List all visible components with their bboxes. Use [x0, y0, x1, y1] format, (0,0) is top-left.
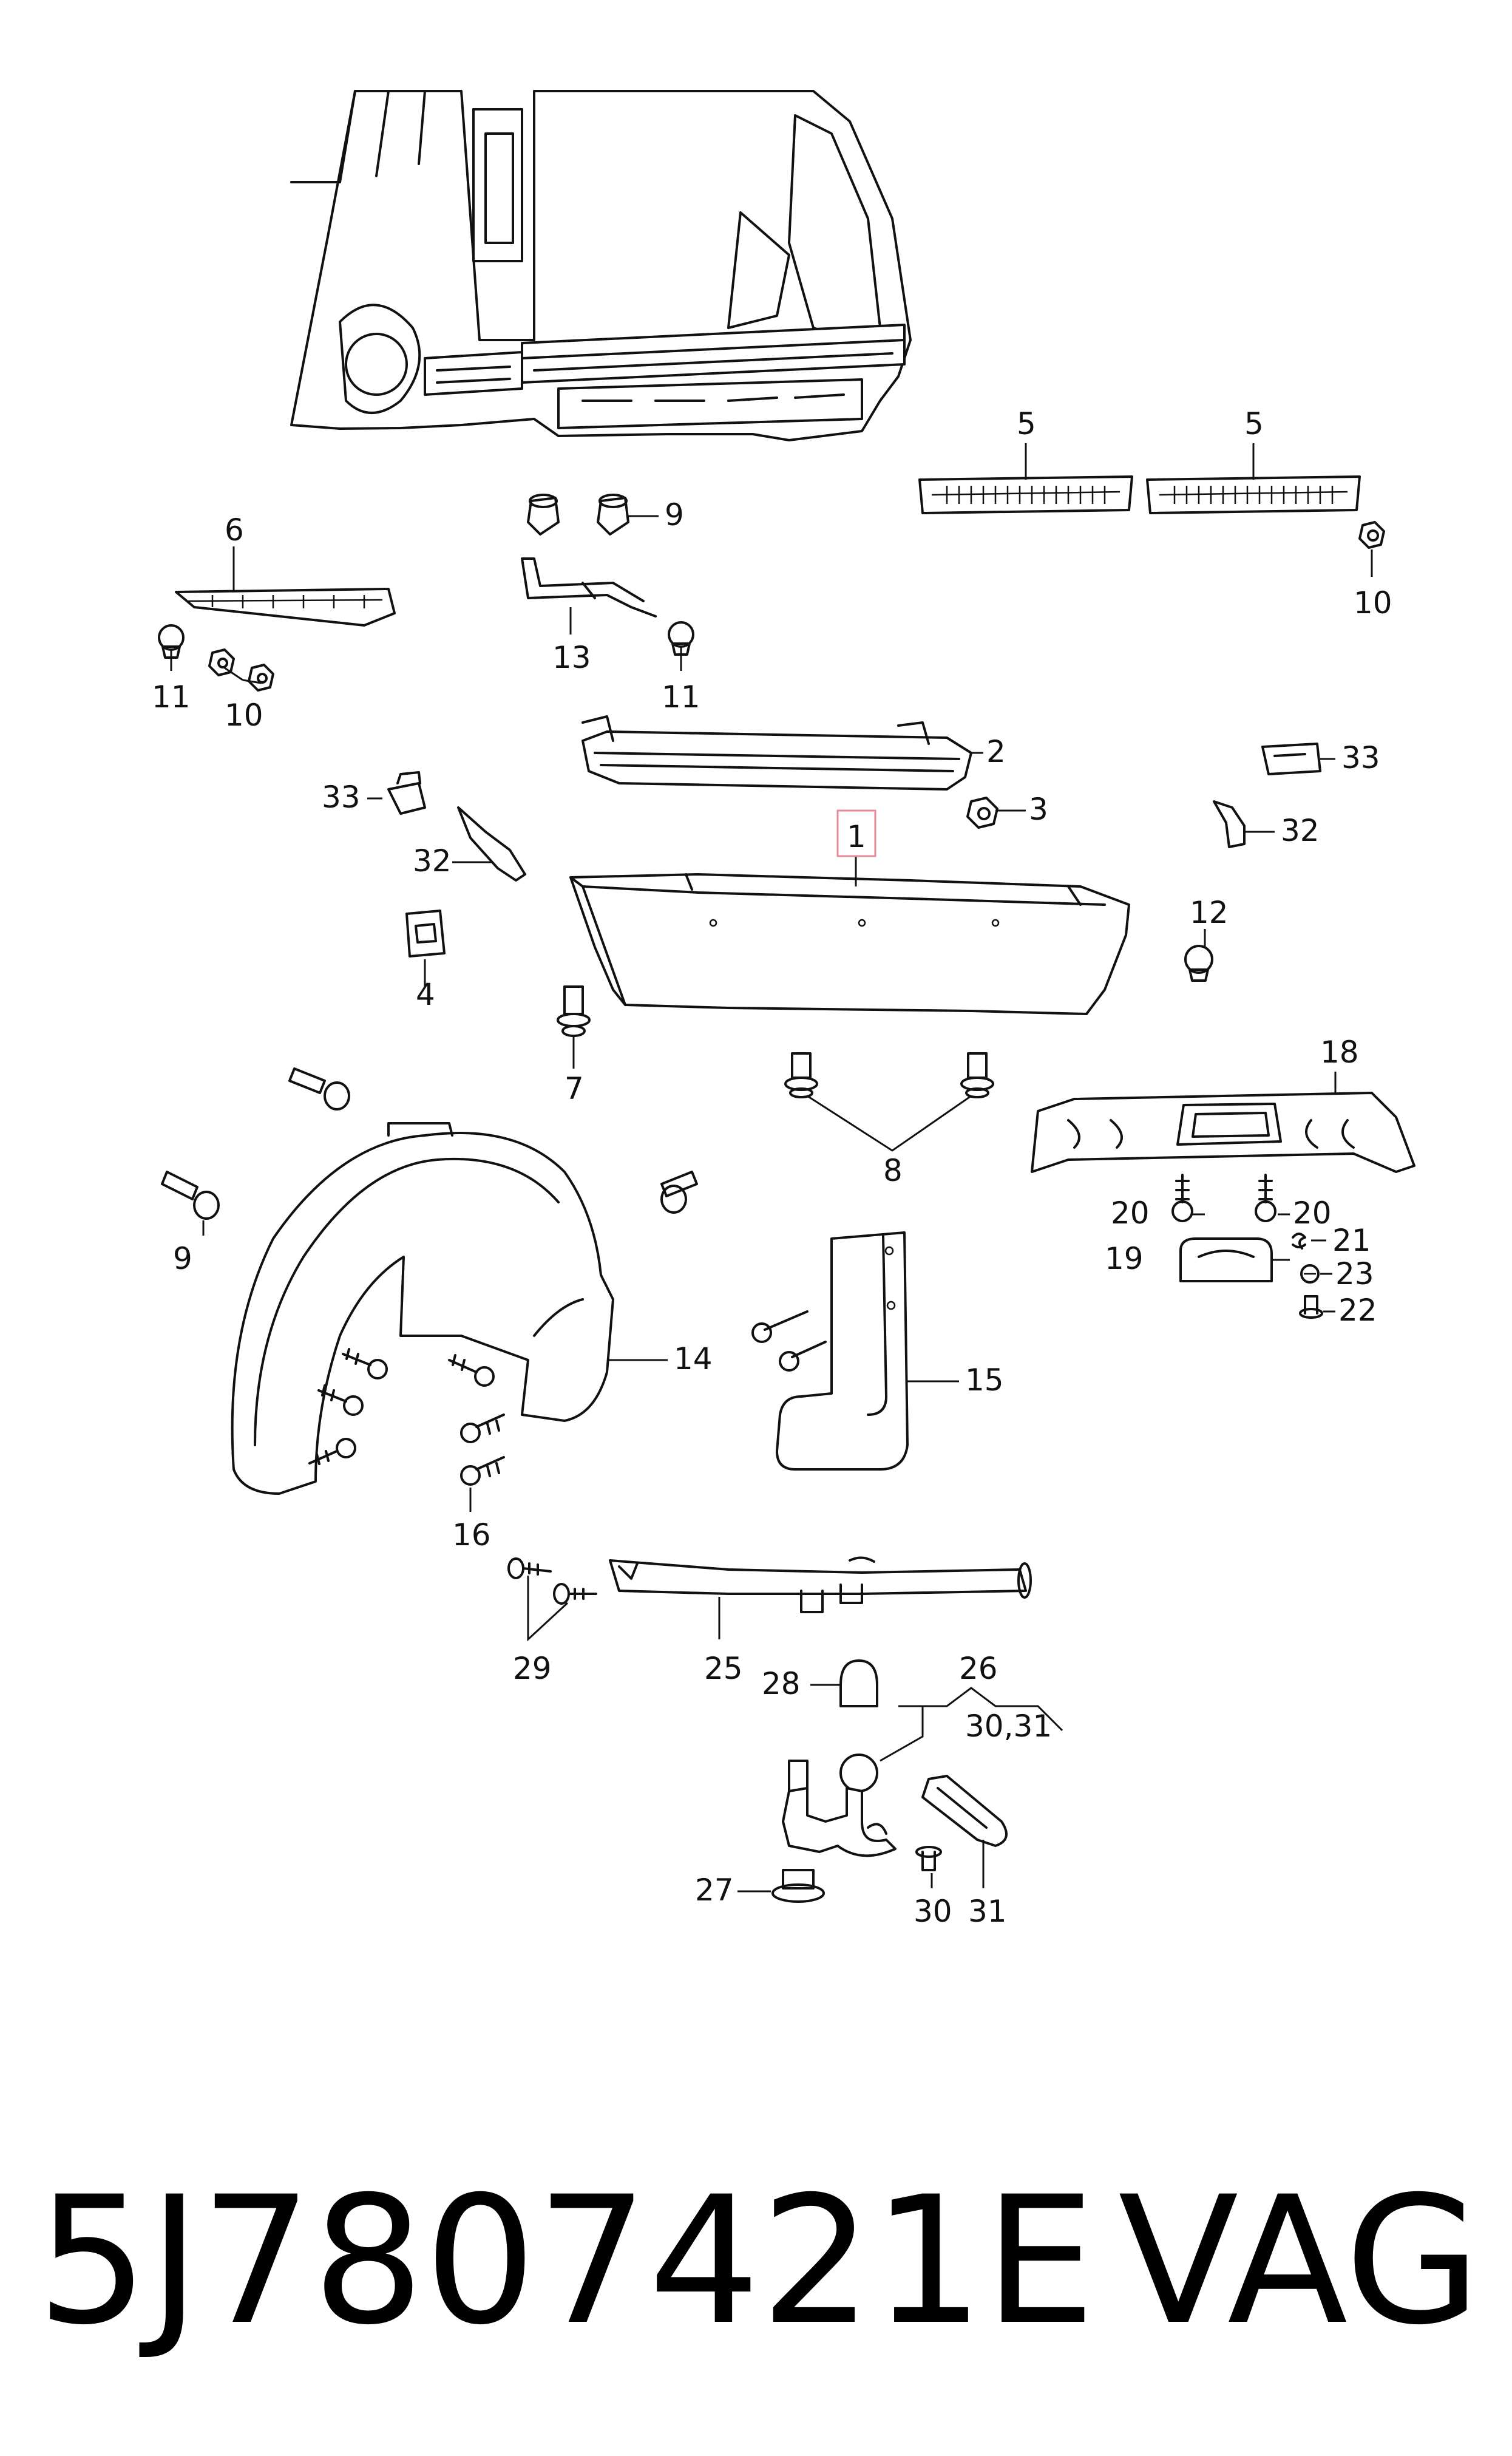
part-31-handle [921, 1775, 1008, 1847]
vehicle-rear-body [290, 90, 912, 441]
part-number-banner: 5J7807421E VAG [36, 2162, 1481, 2362]
part-4-clip [405, 910, 446, 958]
brand-name: VAG [1118, 2159, 1481, 2364]
callout-21: 21 [1332, 1223, 1371, 1258]
part-11-clip-left [158, 624, 185, 659]
callout-13: 13 [552, 640, 591, 675]
callout-23: 23 [1335, 1256, 1374, 1291]
callout-1-highlight [836, 809, 876, 857]
callout-25: 25 [704, 1651, 743, 1686]
part-32-bracket-right [1213, 800, 1246, 848]
part-10-nuts-left [208, 648, 274, 692]
part-25-tow-bar [609, 1556, 1032, 1613]
callout-22: 22 [1338, 1293, 1377, 1328]
part-15-mud-flap [776, 1231, 909, 1471]
part-5-right-strip [1146, 475, 1361, 514]
callout-5-right: 5 [1244, 406, 1264, 441]
part-33-clip-left [387, 771, 426, 815]
callout-30: 30 [914, 1894, 952, 1929]
callout-9-left: 9 [173, 1241, 192, 1276]
part-number: 5J7807421E [36, 2159, 1096, 2364]
callout-10-left: 10 [225, 698, 263, 733]
part-10-nut-right [1358, 521, 1385, 549]
part-7-rivet [557, 985, 591, 1037]
part-18-diffuser [1031, 1092, 1415, 1173]
callout-26: 26 [959, 1651, 998, 1686]
part-1-bumper-cover [569, 873, 1130, 1015]
callout-8: 8 [883, 1153, 903, 1188]
callout-19: 19 [1105, 1241, 1144, 1276]
callout-20-right: 20 [1293, 1196, 1332, 1231]
part-8-rivets [784, 1052, 994, 1098]
callout-7: 7 [564, 1071, 584, 1106]
callout-29: 29 [513, 1651, 552, 1686]
part-14-wheel-arch-liner [231, 1122, 614, 1495]
callout-18: 18 [1320, 1035, 1359, 1070]
callout-1: 1 [847, 819, 866, 854]
part-22-fastener [1299, 1295, 1323, 1319]
part-29-screws [507, 1557, 597, 1605]
part-19-cover [1179, 1237, 1273, 1282]
callout-31: 31 [968, 1894, 1007, 1929]
callout-4: 4 [416, 977, 435, 1012]
callout-16: 16 [452, 1517, 491, 1553]
part-5-left-strip [918, 475, 1133, 514]
part-30-screw [915, 1846, 942, 1871]
part-9-bolts [161, 1067, 698, 1220]
callout-5-left: 5 [1017, 406, 1036, 441]
callout-6: 6 [225, 512, 244, 548]
callout-11-center: 11 [662, 679, 700, 715]
part-16-screws [308, 1348, 505, 1486]
part-27-bolt [771, 1869, 825, 1903]
callout-2: 2 [986, 734, 1006, 769]
callout-12: 12 [1190, 895, 1229, 930]
part-32-bracket-left [457, 806, 526, 882]
part-20-screws [1171, 1174, 1276, 1222]
part-15-screws [751, 1310, 827, 1372]
callout-3: 3 [1029, 792, 1048, 827]
part-28-cap [839, 1659, 878, 1707]
part-26-tow-ball [782, 1754, 897, 1857]
part-13-bracket [521, 557, 657, 617]
part-2-bumper-carrier [581, 715, 972, 791]
callout-9-top: 9 [665, 497, 684, 532]
callout-27: 27 [695, 1873, 734, 1908]
callout-33-left: 33 [322, 780, 361, 815]
callout-32-right: 32 [1281, 813, 1320, 848]
callout-20-left: 20 [1111, 1196, 1150, 1231]
callout-32-left: 32 [413, 843, 452, 879]
callout-15: 15 [965, 1362, 1004, 1398]
part-21-clip [1292, 1233, 1306, 1250]
callout-33-right: 33 [1341, 740, 1380, 775]
callout-10-right: 10 [1354, 585, 1392, 621]
callout-26-sub: 30,31 [965, 1709, 1052, 1744]
callout-28: 28 [762, 1666, 801, 1701]
part-6-bracket [175, 588, 396, 627]
part-23-nut [1300, 1264, 1320, 1284]
callout-11-left: 11 [152, 679, 191, 715]
leader-lines [170, 443, 1373, 1893]
callout-labels: 1 2 3 4 5 5 6 7 8 9 9 10 10 11 11 12 13 … [152, 406, 1392, 1929]
part-33-clip-right [1261, 743, 1321, 775]
part-9-caps-top [527, 494, 629, 536]
callout-14: 14 [674, 1341, 713, 1376]
part-3-nut [966, 797, 998, 829]
part-12-clip [1184, 945, 1213, 982]
